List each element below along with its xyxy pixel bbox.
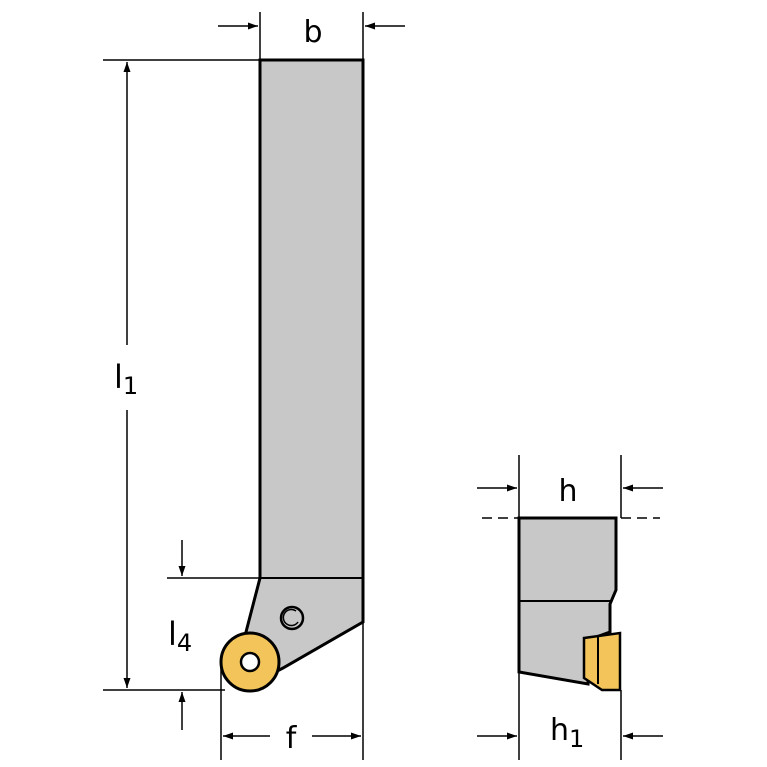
label-h1: h1 bbox=[550, 713, 584, 753]
label-l1-main: l bbox=[114, 358, 123, 396]
dimension-b: b bbox=[218, 12, 405, 60]
label-l4-sub: 4 bbox=[177, 629, 192, 657]
label-l1-sub: 1 bbox=[123, 372, 138, 400]
round-insert-icon bbox=[219, 631, 281, 693]
screw-icon bbox=[279, 605, 305, 631]
dimension-h1: h1 bbox=[477, 672, 663, 760]
label-h1-sub: 1 bbox=[569, 725, 584, 753]
label-l4: l4 bbox=[168, 615, 192, 657]
label-f: f bbox=[286, 721, 298, 756]
side-view bbox=[517, 516, 622, 692]
label-l4-main: l bbox=[168, 615, 177, 653]
label-l1: l1 bbox=[114, 358, 138, 400]
dimension-f: f bbox=[220, 622, 364, 760]
label-h1-main: h bbox=[550, 713, 569, 748]
label-b: b bbox=[303, 15, 322, 50]
dimension-l1: l1 bbox=[103, 59, 260, 691]
label-h: h bbox=[558, 474, 577, 509]
front-view bbox=[219, 58, 365, 693]
dimension-l4: l4 bbox=[167, 540, 260, 730]
shank-body bbox=[234, 58, 365, 689]
side-insert bbox=[582, 631, 622, 692]
dimension-h: h bbox=[477, 455, 663, 519]
